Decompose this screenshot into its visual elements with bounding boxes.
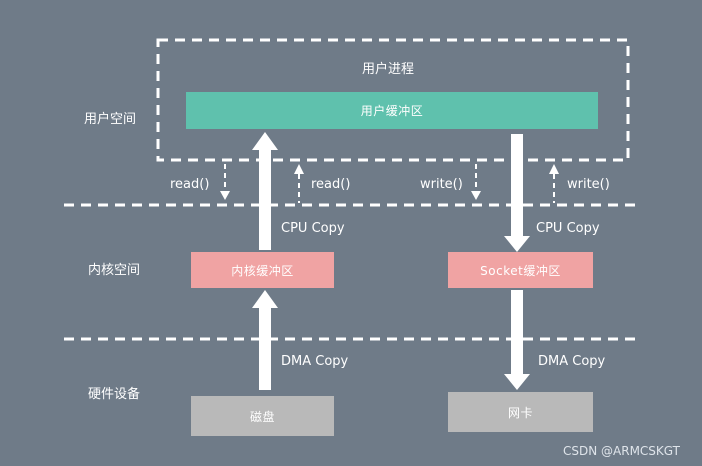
- socket-buffer-label: Socket缓冲区: [480, 263, 561, 278]
- write-return-label: write(): [567, 177, 610, 192]
- dma-copy-label-left: DMA Copy: [281, 354, 349, 369]
- nic-box: 网卡: [448, 392, 593, 432]
- cpu-copy-down-arrow: [504, 134, 530, 252]
- kernel-buffer: 内核缓冲区: [191, 252, 334, 288]
- user-buffer: 用户缓冲区: [186, 92, 598, 129]
- cpu-copy-label-left: CPU Copy: [281, 221, 345, 236]
- user-buffer-label: 用户缓冲区: [360, 104, 424, 118]
- read-return-arrow: [294, 164, 304, 203]
- layer-label-kernel-space: 内核空间: [88, 263, 141, 278]
- cpu-copy-label-right: CPU Copy: [536, 221, 600, 236]
- read-call-arrow: [220, 164, 230, 200]
- dma-copy-down-arrow: [504, 290, 530, 390]
- read-call-label: read(): [170, 177, 210, 192]
- disk-label: 磁盘: [249, 409, 275, 424]
- dma-copy-label-right: DMA Copy: [538, 354, 606, 369]
- kernel-buffer-label: 内核缓冲区: [231, 263, 294, 278]
- dma-copy-up-arrow: [252, 290, 278, 390]
- watermark: CSDN @ARMCSKGT: [563, 444, 680, 458]
- read-return-label: read(): [311, 177, 351, 192]
- write-call-label: write(): [420, 177, 463, 192]
- user-process-title: 用户进程: [362, 62, 415, 77]
- write-return-arrow: [549, 164, 559, 203]
- cpu-copy-up-arrow: [252, 132, 278, 250]
- layer-label-user-space: 用户空间: [84, 112, 137, 127]
- disk-box: 磁盘: [191, 396, 334, 436]
- layer-label-hardware: 硬件设备: [88, 387, 141, 402]
- nic-label: 网卡: [507, 405, 533, 420]
- user-process-frame: [156, 38, 630, 162]
- write-call-arrow: [471, 164, 481, 200]
- socket-buffer: Socket缓冲区: [448, 252, 593, 288]
